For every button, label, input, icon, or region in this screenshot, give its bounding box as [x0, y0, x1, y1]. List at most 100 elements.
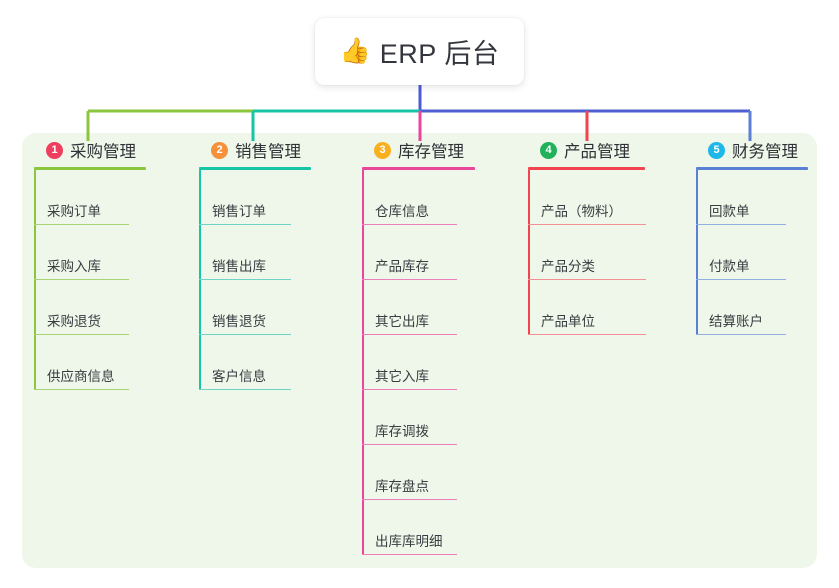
branch-item-label: 结算账户 [709, 314, 763, 329]
branch-item-label: 产品分类 [541, 259, 595, 274]
branch-item-label: 库存调拨 [375, 424, 429, 439]
branch-title-1: 采购管理 [70, 143, 136, 161]
branch-item-rule [199, 278, 291, 280]
branch-header-5[interactable]: 5 财务管理 [696, 133, 839, 167]
branch-item-rule [528, 223, 646, 225]
branch-header-4[interactable]: 4 产品管理 [528, 133, 693, 167]
branch-item-label: 采购入库 [47, 259, 101, 274]
branch-item[interactable]: 仓库信息 [362, 170, 522, 225]
branch-badge-2: 2 [211, 141, 228, 159]
branch-header-rule-4 [528, 167, 645, 170]
branch-header-rule-1 [34, 167, 146, 170]
branch-item-label: 销售退货 [212, 314, 266, 329]
branch-item-rule [362, 443, 457, 445]
branch-trunk-1 [34, 170, 36, 390]
branch-item[interactable]: 产品分类 [528, 225, 693, 280]
branch-item-label: 付款单 [709, 259, 750, 274]
branch-item-rule [696, 223, 786, 225]
branch-item[interactable]: 采购订单 [34, 170, 184, 225]
branch-item[interactable]: 供应商信息 [34, 335, 184, 390]
branch-item-rule [362, 553, 457, 555]
branch-item[interactable]: 采购入库 [34, 225, 184, 280]
branch-item-label: 库存盘点 [375, 479, 429, 494]
branch-item-rule [199, 333, 291, 335]
branch-item-label: 产品库存 [375, 259, 429, 274]
branch-item[interactable]: 付款单 [696, 225, 839, 280]
root-title: ERP 后台 [379, 39, 500, 69]
branch-item[interactable]: 销售退货 [199, 280, 349, 335]
branch-items-4: 产品（物料） 产品分类产品单位 [528, 170, 693, 335]
branch-item-rule [362, 278, 457, 280]
branch-item[interactable]: 客户信息 [199, 335, 349, 390]
branch-column-2: 2 销售管理销售订单销售出库销售退货客户信息 [199, 133, 349, 390]
branch-header-2[interactable]: 2 销售管理 [199, 133, 349, 167]
branch-item-label: 产品单位 [541, 314, 595, 329]
branch-item-rule [199, 388, 291, 390]
thumbs-up-icon: 👍 [339, 37, 371, 65]
branch-item-rule [34, 223, 129, 225]
branch-item-rule [34, 388, 129, 390]
branch-item-label: 其它入库 [375, 369, 429, 384]
branch-badge-4: 4 [540, 141, 557, 159]
branch-title-5: 财务管理 [732, 143, 798, 161]
branch-header-1[interactable]: 1 采购管理 [34, 133, 184, 167]
branch-trunk-2 [199, 170, 201, 390]
branch-header-rule-3 [362, 167, 475, 170]
branch-item-label: 销售出库 [212, 259, 266, 274]
branch-items-1: 采购订单采购入库采购退货供应商信息 [34, 170, 184, 390]
branch-item-label: 回款单 [709, 204, 750, 219]
branch-item[interactable]: 库存调拨 [362, 390, 522, 445]
root-node[interactable]: 👍 ERP 后台 [315, 18, 524, 85]
branch-header-rule-2 [199, 167, 311, 170]
branch-item-label: 销售订单 [212, 204, 266, 219]
branch-title-4: 产品管理 [564, 143, 630, 161]
branch-item-rule [34, 278, 129, 280]
branch-title-2: 销售管理 [235, 143, 301, 161]
branch-item-label: 产品（物料） [541, 204, 622, 219]
branch-item-label: 仓库信息 [375, 204, 429, 219]
branch-item-rule [362, 498, 457, 500]
branch-item-label: 出库库明细 [375, 534, 443, 549]
branch-item-rule [528, 278, 646, 280]
branch-item-rule [362, 333, 457, 335]
branch-item[interactable]: 其它入库 [362, 335, 522, 390]
branch-item[interactable]: 采购退货 [34, 280, 184, 335]
branch-items-3: 仓库信息产品库存其它出库其它入库库存调拨库存盘点出库库明细 [362, 170, 522, 555]
branch-item[interactable]: 销售订单 [199, 170, 349, 225]
branches-panel [22, 133, 817, 568]
branch-trunk-5 [696, 170, 698, 335]
branch-item-rule [696, 278, 786, 280]
branch-header-rule-5 [696, 167, 808, 170]
branch-item[interactable]: 结算账户 [696, 280, 839, 335]
branch-item[interactable]: 产品（物料） [528, 170, 693, 225]
branch-badge-5: 5 [708, 141, 725, 159]
branch-items-2: 销售订单销售出库销售退货客户信息 [199, 170, 349, 390]
branch-item-label: 采购订单 [47, 204, 101, 219]
branch-column-4: 4 产品管理产品（物料） 产品分类产品单位 [528, 133, 693, 335]
branch-column-1: 1 采购管理采购订单采购入库采购退货供应商信息 [34, 133, 184, 390]
branch-item-label: 其它出库 [375, 314, 429, 329]
branch-item[interactable]: 库存盘点 [362, 445, 522, 500]
branch-trunk-3 [362, 170, 364, 555]
branch-column-5: 5 财务管理回款单付款单结算账户 [696, 133, 839, 335]
branch-item-rule [199, 223, 291, 225]
branch-item[interactable]: 产品单位 [528, 280, 693, 335]
branch-item[interactable]: 其它出库 [362, 280, 522, 335]
branch-items-5: 回款单付款单结算账户 [696, 170, 839, 335]
branch-item-rule [696, 333, 786, 335]
branch-item[interactable]: 出库库明细 [362, 500, 522, 555]
branch-item[interactable]: 回款单 [696, 170, 839, 225]
branch-item-rule [34, 333, 129, 335]
branch-item-label: 客户信息 [212, 369, 266, 384]
branch-item[interactable]: 销售出库 [199, 225, 349, 280]
branch-badge-1: 1 [46, 141, 63, 159]
branch-item-label: 采购退货 [47, 314, 101, 329]
branch-trunk-4 [528, 170, 530, 335]
branch-item[interactable]: 产品库存 [362, 225, 522, 280]
branch-item-rule [362, 388, 457, 390]
branch-item-rule [362, 223, 457, 225]
